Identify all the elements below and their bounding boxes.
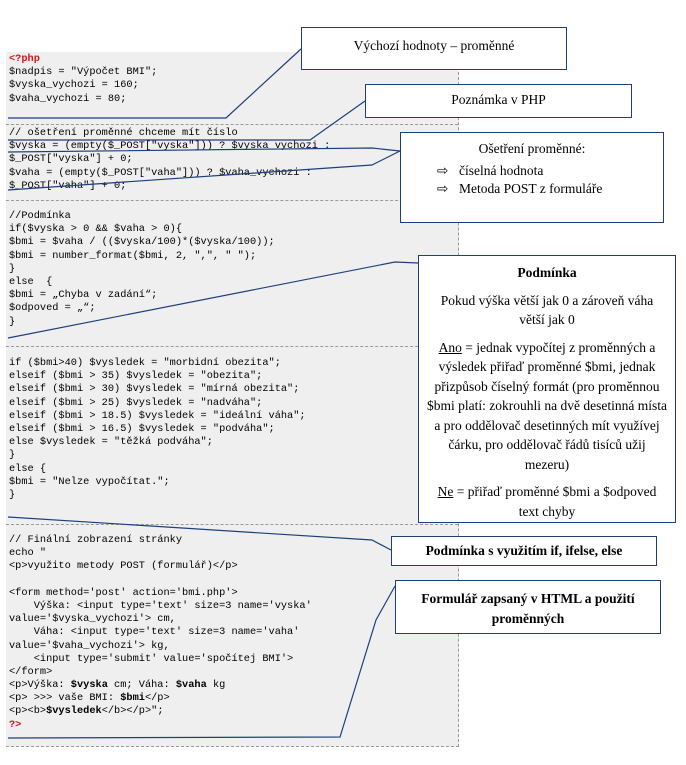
code-separator bbox=[6, 524, 458, 525]
callout-form-title: Formulář zapsaný v HTML a použití proměn… bbox=[421, 591, 635, 626]
callout-sanitize-list: ⇨ číselná hodnota ⇨ Metoda POST z formulář… bbox=[437, 163, 663, 197]
list-item-label: Metoda POST z formuláře bbox=[459, 181, 603, 196]
code-block-sanitize: // ošetření proměnné chceme mít číslo$vy… bbox=[9, 127, 330, 193]
ne-label: Ne bbox=[437, 484, 454, 499]
list-item: ⇨ číselná hodnota bbox=[437, 163, 663, 179]
ano-label: Ano bbox=[438, 339, 462, 355]
code-line: $_POST["vaha"] + 0; bbox=[9, 179, 127, 192]
arrow-right-icon: ⇨ bbox=[437, 163, 449, 178]
php-open-tag: <?php bbox=[9, 53, 40, 65]
code-line: Váha: <input type='text' size=3 name='va… bbox=[9, 626, 300, 639]
code-line: $odpoved = „“; bbox=[9, 302, 96, 315]
php-close-tag: ?> bbox=[9, 718, 22, 731]
code-line: $vaha = (empty($_POST["vaha"])) ? $vaha_… bbox=[9, 166, 312, 179]
code-line: <p>využito metody POST (formulář)</p> bbox=[9, 560, 238, 573]
code-line: $bmi = $vaha / (($vyska/100)*($vyska/100… bbox=[9, 236, 275, 249]
code-line: if($vyska > 0 && $vaha > 0){ bbox=[9, 223, 183, 236]
code-comment: // ošetření proměnné chceme mít číslo bbox=[9, 127, 238, 139]
callout-condition-text: Pokud výška větší jak 0 a zároveň váha v… bbox=[440, 292, 654, 328]
callout-form: Formulář zapsaný v HTML a použití proměn… bbox=[395, 580, 661, 634]
code-line: } bbox=[9, 262, 16, 275]
code-line: elseif ($bmi > 16.5) $vysledek = "podváh… bbox=[9, 422, 275, 435]
callout-sanitize-title: Ošetření proměnné: bbox=[478, 141, 586, 156]
callout-defaults-title: Výchozí hodnoty – proměnné bbox=[353, 38, 515, 53]
code-text: <p>Výška: bbox=[9, 679, 71, 692]
code-line: elseif ($bmi > 18.5) $vysledek = "ideáln… bbox=[9, 409, 306, 422]
code-line: $vaha_vychozi = 80; bbox=[9, 92, 127, 105]
list-item: ⇨ Metoda POST z formuláře bbox=[437, 181, 663, 197]
code-block-defaults: <?php$nadpis = "Výpočet BMI";$vyska_vych… bbox=[9, 53, 157, 106]
code-text: </b></p>"; bbox=[101, 705, 164, 718]
code-line: $nadpis = "Výpočet BMI"; bbox=[9, 66, 158, 79]
code-line: $bmi = number_format($bmi, 2, ",", " "); bbox=[9, 249, 257, 262]
callout-ifelse-title: Podmínka s využitím if, ifelse, else bbox=[425, 543, 623, 558]
code-separator bbox=[6, 124, 458, 125]
code-line: if ($bmi>40) $vysledek = "morbidní obezi… bbox=[9, 357, 281, 369]
code-line: else $vysledek = "těžká podváha"; bbox=[9, 436, 213, 449]
code-line: $_POST["vyska"] + 0; bbox=[9, 153, 133, 166]
code-text: cm; Váha: bbox=[107, 679, 176, 692]
list-item-label: číselná hodnota bbox=[459, 163, 544, 178]
callout-condition-title: Podmínka bbox=[517, 265, 577, 280]
callout-condition: Podmínka Pokud výška větší jak 0 a zárov… bbox=[418, 255, 676, 523]
code-variable: $vyska bbox=[70, 679, 108, 692]
code-line: $vyska = (empty($_POST["vyska"])) ? $vys… bbox=[9, 140, 331, 153]
code-line: elseif ($bmi > 30) $vysledek = "mírná ob… bbox=[9, 383, 300, 396]
code-line: <p><b>$vysledek</b></p>"; bbox=[9, 705, 312, 718]
code-text: <p> >>> vaše BMI: bbox=[9, 692, 121, 705]
ne-text: = přiřaď proměnné $bmi a $odpoved text c… bbox=[453, 484, 657, 519]
code-text: <p><b> bbox=[9, 705, 47, 718]
callout-sanitize: Ošetření proměnné: ⇨ číselná hodnota ⇨ Met… bbox=[400, 132, 664, 223]
callout-comment-title: Poznámka v PHP bbox=[451, 92, 546, 107]
code-line: echo " bbox=[9, 547, 47, 560]
callout-condition-ano: Ano = jednak vypočítej z proměnných a vý… bbox=[427, 338, 667, 475]
code-separator bbox=[6, 200, 458, 201]
code-comment: // Finální zobrazení stránky bbox=[9, 534, 183, 546]
code-text: kg bbox=[206, 679, 226, 692]
code-line: $vyska_vychozi = 160; bbox=[9, 79, 139, 92]
code-line: <input type='submit' value='spočítej BMI… bbox=[9, 652, 294, 665]
code-line: </form> bbox=[9, 665, 53, 678]
arrow-right-icon: ⇨ bbox=[437, 181, 449, 196]
code-line: elseif ($bmi > 35) $vysledek = "obezita"… bbox=[9, 370, 263, 383]
code-line: <p> >>> vaše BMI: $bmi</p> bbox=[9, 692, 312, 705]
code-comment: //Podmínka bbox=[9, 210, 71, 222]
callout-comment: Poznámka v PHP bbox=[365, 84, 632, 118]
code-line bbox=[9, 574, 312, 587]
code-block-ifelse: if ($bmi>40) $vysledek = "morbidní obezi… bbox=[9, 357, 306, 502]
code-line: else { bbox=[9, 275, 53, 288]
code-variable: $vaha bbox=[175, 679, 207, 692]
code-line: else { bbox=[9, 462, 47, 475]
code-line: value='$vyska_vychozi'> cm, bbox=[9, 613, 176, 626]
code-line: <form method='post' action='bmi.php'> bbox=[9, 586, 238, 599]
code-line: $bmi = „Chyba v zadání“; bbox=[9, 289, 158, 302]
callout-condition-ne: Ne = přiřaď proměnné $bmi a $odpoved tex… bbox=[427, 482, 667, 521]
code-line: $bmi = "Nelze vypočítat."; bbox=[9, 475, 170, 488]
code-variable: $bmi bbox=[120, 692, 145, 705]
code-line: } bbox=[9, 449, 16, 462]
code-line: value='$vaha_vychozi'> kg, bbox=[9, 639, 170, 652]
code-variable: $vysledek bbox=[46, 705, 102, 718]
callout-defaults: Výchozí hodnoty – proměnné bbox=[301, 27, 567, 70]
code-line: <p>Výška: $vyska cm; Váha: $vaha kg bbox=[9, 679, 312, 692]
code-line: } bbox=[9, 315, 16, 328]
callout-ifelse: Podmínka s využitím if, ifelse, else bbox=[391, 536, 657, 566]
code-line: Výška: <input type='text' size=3 name='v… bbox=[9, 599, 312, 612]
code-separator bbox=[6, 346, 458, 347]
code-line: } bbox=[9, 488, 16, 501]
ano-text: = jednak vypočítej z proměnných a výsled… bbox=[427, 339, 667, 472]
code-text: </p> bbox=[144, 692, 170, 705]
code-line: elseif ($bmi > 25) $vysledek = "nadváha"… bbox=[9, 396, 263, 409]
